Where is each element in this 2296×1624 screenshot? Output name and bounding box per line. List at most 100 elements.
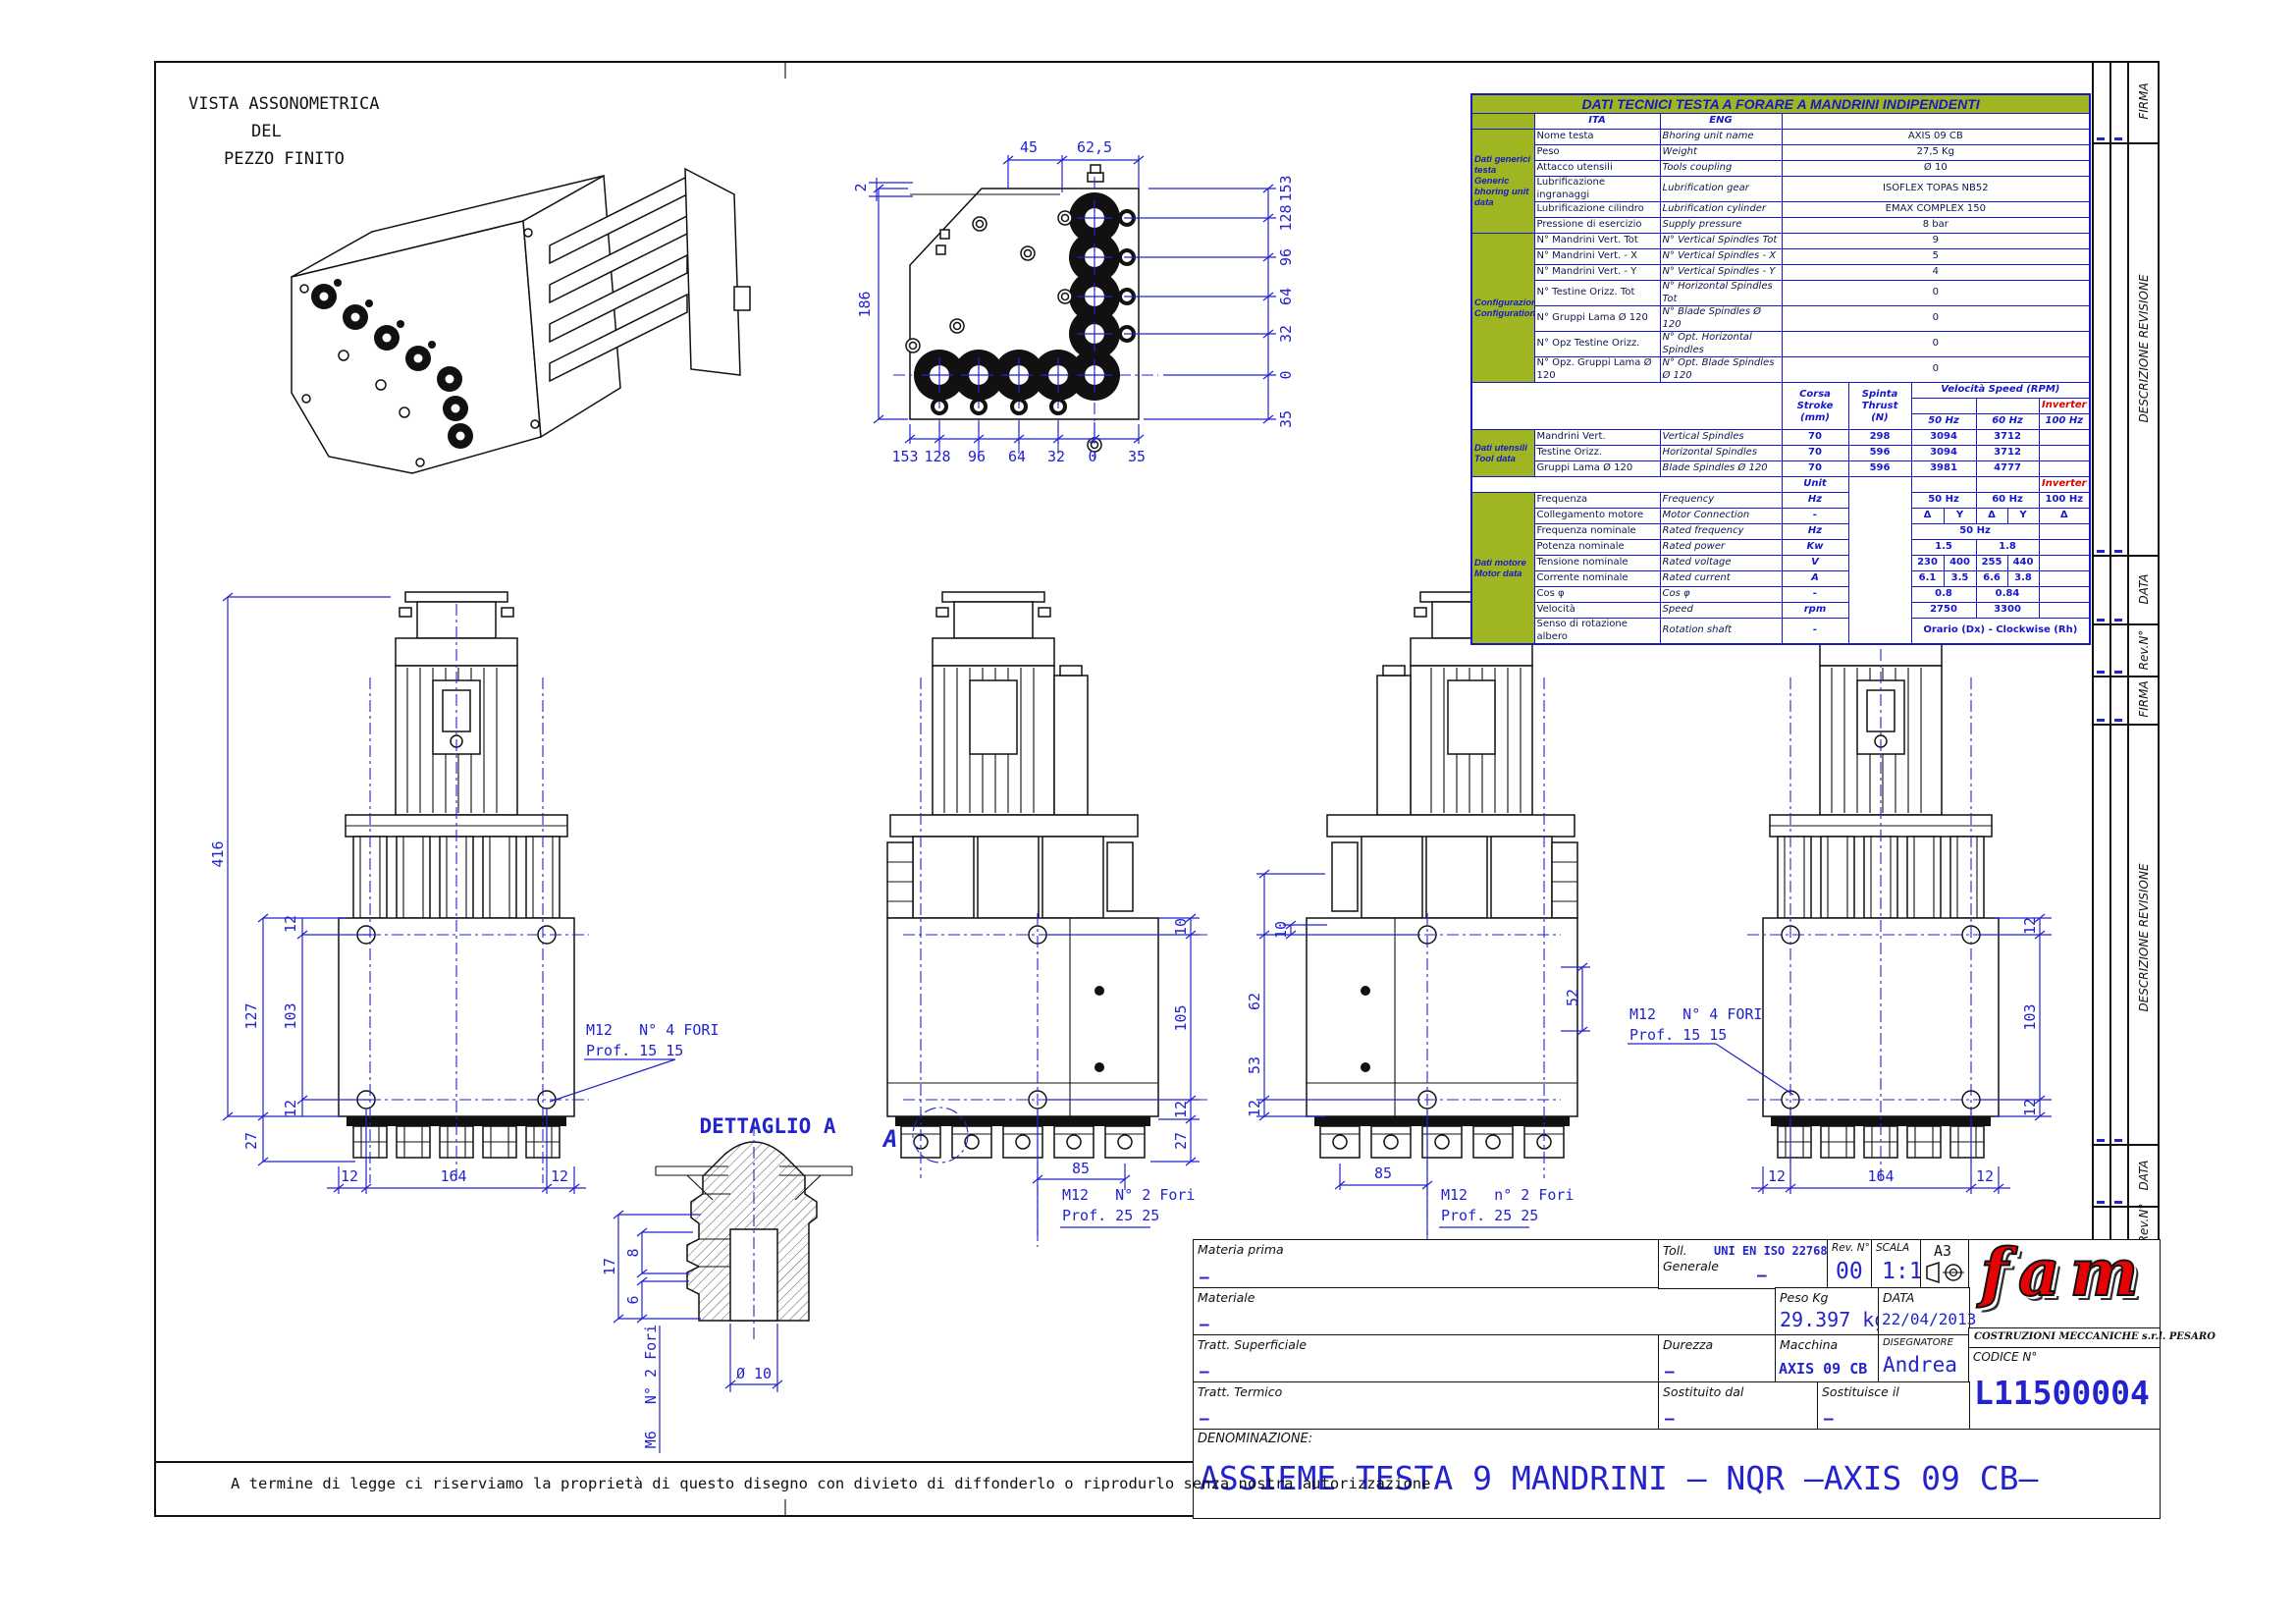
detail-dim-dia10: Ø 10 <box>735 1365 773 1382</box>
dim-y-0: 0 <box>1277 370 1295 380</box>
v3-m12-note-2: Prof. 25 25 <box>1441 1207 1539 1224</box>
rev-firma-1: FIRMA <box>2137 82 2151 120</box>
tech-cell: - <box>1781 508 1849 524</box>
tech-cell: N° Testine Orizz. Tot <box>1533 280 1661 306</box>
tech-cell: 70 <box>1781 445 1849 461</box>
dim-y-128: 128 <box>1277 204 1295 232</box>
macchina-label: Macchina <box>1780 1337 1839 1352</box>
v3-dim-12: 12 <box>1246 1099 1263 1118</box>
tech-cell: 6.1 <box>1910 570 1945 587</box>
v3-dim-10: 10 <box>1272 920 1290 940</box>
tech-cell: Frequenza nominale <box>1533 523 1661 540</box>
v2-m12-note-1: M12 N° 2 Fori <box>1062 1186 1196 1204</box>
isometric-view <box>291 167 751 474</box>
tech-cell: Gruppi Lama Ø 120 <box>1533 460 1661 477</box>
tech-cell: 1.5 <box>1910 539 1977 556</box>
v4-dim-103: 103 <box>2021 1003 2039 1031</box>
v4-m12-note-1: M12 N° 4 FORI <box>1629 1005 1763 1023</box>
view-back <box>1628 591 2052 1194</box>
tech-cell: 6.6 <box>1975 570 2008 587</box>
tech-cell: 100 Hz <box>2038 492 2091 509</box>
tech-cell <box>2038 570 2091 587</box>
tech-cell: Pressione di esercizio <box>1533 217 1661 234</box>
tech-cell: Peso <box>1533 144 1661 161</box>
disclaimer-text: A termine di legge ci riserviamo la prop… <box>231 1475 1431 1492</box>
rev-revn-1: Rev.N° <box>2137 629 2151 671</box>
tech-cell <box>1910 398 1977 414</box>
v2-dim-85: 85 <box>1071 1160 1091 1177</box>
v1-dim-416: 416 <box>209 840 227 868</box>
scala-value: 1:1 <box>1882 1259 1923 1284</box>
denominazione-value: ASSIEME TESTA 9 MANDRINI – NQR –AXIS 09 … <box>1200 1459 2039 1497</box>
logo-cell: fam <box>1968 1233 2161 1329</box>
tech-cell: Rated voltage <box>1659 555 1783 571</box>
materia-prima-label: Materia prima <box>1198 1242 1284 1257</box>
tech-cell: 596 <box>1847 460 1912 477</box>
toll-value: UNI EN ISO 22768 mK <box>1714 1244 1849 1258</box>
dim-y-32: 32 <box>1277 324 1295 344</box>
col-eng: ENG <box>1659 113 1783 130</box>
toll-label-1: Toll. <box>1663 1243 1687 1258</box>
v1-dim-127: 127 <box>242 1002 260 1030</box>
projection-symbol-icon <box>1926 1262 1964 1284</box>
tech-cell: 1.8 <box>1975 539 2040 556</box>
codice-label: CODICE N° <box>1973 1350 2038 1364</box>
tech-cell: Vertical Spindles <box>1659 429 1783 446</box>
iso-title-line1: VISTA ASSONOMETRICA <box>188 94 380 114</box>
tech-cell: N° Vertical Spindles Tot <box>1659 233 1783 249</box>
data-label: DATA <box>1883 1290 1915 1305</box>
hdr-unit: Unit <box>1781 476 1849 493</box>
iso-spindles <box>311 279 473 449</box>
v3-dim-62: 62 <box>1246 992 1263 1011</box>
v3-dim-53: 53 <box>1246 1056 1263 1075</box>
tech-cell: Bhoring unit name <box>1659 129 1783 145</box>
tech-cell: 50 Hz <box>1910 413 1977 430</box>
tech-cell: 3094 <box>1910 445 1977 461</box>
tech-cell: N° Mandrini Vert. Tot <box>1533 233 1661 249</box>
tech-cell <box>2038 445 2091 461</box>
disegnatore-cell: DISEGNATORE Andrea <box>1878 1334 1970 1383</box>
hdr-inverter-2: Inverter <box>2038 476 2091 493</box>
scala-cell: SCALA 1:1 <box>1871 1239 1923 1289</box>
hdr-inverter: Inverter <box>2038 398 2091 414</box>
v2-dim-27: 27 <box>1172 1131 1190 1151</box>
tech-cell: N° Mandrini Vert. - Y <box>1533 264 1661 281</box>
tech-cell: Corrente nominale <box>1533 570 1661 587</box>
peso-value: 29.397 kg <box>1780 1308 1887 1331</box>
durezza-value: — <box>1665 1362 1675 1380</box>
tech-cell: 4 <box>1781 264 2091 281</box>
col-ita: ITA <box>1533 113 1661 130</box>
tratt-superficiale-cell: Tratt. Superficiale — <box>1193 1334 1660 1383</box>
tech-cell: Weight <box>1659 144 1783 161</box>
sostituisce-il-cell: Sostituisce il — <box>1817 1381 1970 1431</box>
tech-cell <box>1910 476 1977 493</box>
tech-cell: Kw <box>1781 539 1849 556</box>
detail-a-view <box>613 1124 853 1453</box>
dim-x-153: 153 <box>891 448 919 465</box>
tech-cell: Testine Orizz. <box>1533 445 1661 461</box>
company-name: COSTRUZIONI MECCANICHE s.r.l. PESARO <box>1974 1331 2216 1342</box>
tech-cell <box>1975 476 2040 493</box>
rev-data-2: DATA <box>2137 1160 2151 1191</box>
dim-x-128: 128 <box>924 448 951 465</box>
data-cell: DATA 22/04/2013 <box>1878 1287 1976 1336</box>
tech-cell: 70 <box>1781 429 1849 446</box>
v4-m12-note-2: Prof. 15 15 <box>1629 1026 1728 1044</box>
tech-data-table: DATI TECNICI TESTA A FORARE A MANDRINI I… <box>1470 93 2092 645</box>
detail-m6-note: M6 N° 2 Fori <box>642 1324 660 1449</box>
tech-cell: 0.8 <box>1910 586 1977 603</box>
tech-cell: 3094 <box>1910 429 1977 446</box>
tech-cell: 0.84 <box>1975 586 2040 603</box>
v1-dim-103: 103 <box>282 1002 299 1030</box>
tech-cell <box>1470 382 1783 430</box>
tech-cell <box>1781 113 2091 130</box>
tech-cell: Rotation shaft <box>1659 618 1783 645</box>
tech-cell: Mandrini Vert. <box>1533 429 1661 446</box>
v3-dim-85: 85 <box>1373 1164 1393 1182</box>
tech-cell: Tensione nominale <box>1533 555 1661 571</box>
disegnatore-value: Andrea <box>1883 1353 1957 1377</box>
tech-cell: 230 <box>1910 555 1945 571</box>
tech-cell: 3712 <box>1975 429 2040 446</box>
